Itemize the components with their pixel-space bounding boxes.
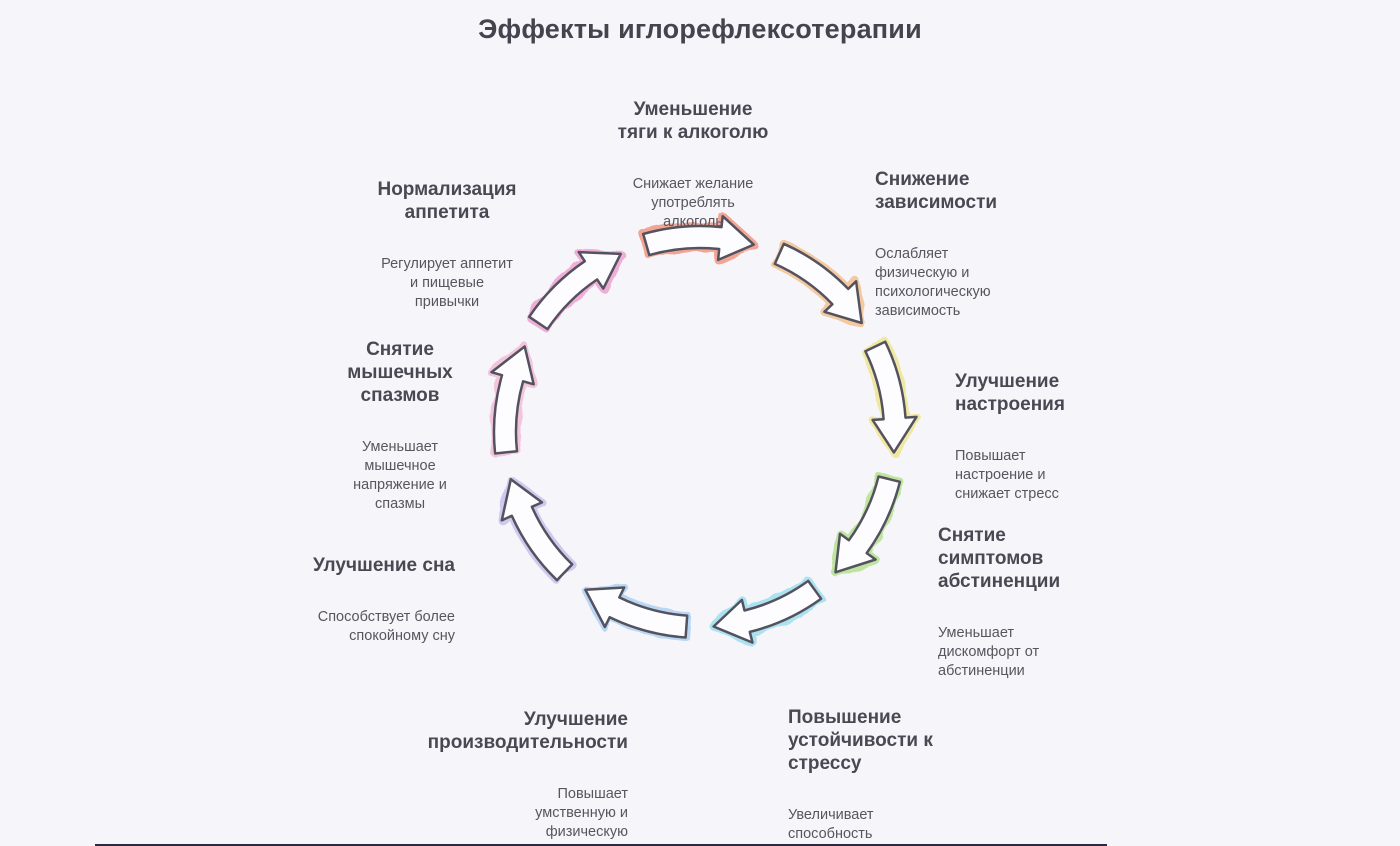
arrow-shape [712, 579, 823, 644]
cycle-item: Повышение устойчивости к стрессу Увеличи… [788, 688, 968, 846]
cycle-arrow [770, 239, 866, 327]
cycle-item: Улучшение сна Способствует более спокойн… [255, 536, 455, 664]
cycle-item: Нормализация аппетита Регулирует аппетит… [347, 160, 547, 330]
arrow-shape [584, 586, 689, 639]
cycle-item: Снятие симптомов абстиненции Уменьшает д… [938, 506, 1098, 699]
cycle-item-desc: Увеличивает способность справляться со с… [788, 807, 892, 846]
cycle-item-title: Снятие мышечных спазмов [347, 339, 453, 406]
cycle-item: Улучшение настроения Повышает настроение… [955, 352, 1105, 522]
cycle-arrow [497, 475, 577, 585]
arrow-shape [641, 214, 755, 262]
bottom-edge-line [95, 844, 1107, 846]
cycle-item-desc: Повышает умственную и физическую работос… [497, 786, 628, 846]
arrow-shape [500, 477, 574, 582]
cycle-item: Снятие мышечных спазмов Уменьшает мышечн… [300, 320, 500, 532]
cycle-item-title: Нормализация аппетита [377, 179, 517, 223]
arrow-shape [864, 340, 918, 454]
cycle-item-desc: Снижает желание употреблять алкоголь [632, 176, 754, 230]
cycle-item: Уменьшение тяги к алкоголю Снижает желан… [593, 80, 793, 250]
cycle-item-desc: Ослабляет физическую и психологическую з… [875, 246, 991, 319]
cycle-arrow [487, 342, 538, 458]
cycle-item-desc: Способствует более спокойному сну [317, 609, 455, 644]
cycle-item-title: Улучшение производительности [427, 709, 628, 753]
arrow-shape [773, 242, 863, 325]
cycle-item-title: Уменьшение тяги к алкоголю [617, 99, 769, 143]
cycle-item-desc: Уменьшает дискомфорт от абстиненции [938, 625, 1040, 679]
cycle-item-desc: Повышает настроение и снижает стресс [955, 448, 1059, 502]
cycle-item-desc: Уменьшает мышечное напряжение и спазмы [353, 439, 447, 512]
cycle-item-title: Улучшение сна [312, 555, 455, 576]
arrow-shape [490, 345, 535, 455]
cycle-item-title: Улучшение настроения [955, 371, 1065, 415]
cycle-arrow [581, 583, 692, 642]
cycle-arrow [831, 472, 904, 577]
arrow-shape [527, 250, 622, 331]
cycle-item-title: Снижение зависимости [875, 169, 998, 213]
cycle-arrow [861, 337, 921, 457]
cycle-arrow [525, 248, 625, 334]
cycle-item: Снижение зависимости Ослабляет физическу… [875, 150, 1025, 339]
page-title: Эффекты иглорефлексотерапии [478, 14, 922, 44]
cycle-item: Улучшение производительности Повышает ум… [408, 690, 628, 846]
arrow-shape [834, 475, 902, 574]
cycle-item-title: Снятие симптомов абстиненции [938, 525, 1061, 592]
cycle-arrow [709, 576, 826, 647]
cycle-item-title: Повышение устойчивости к стрессу [788, 707, 933, 774]
cycle-item-desc: Регулирует аппетит и пищевые привычки [381, 256, 513, 310]
cycle-arrow [639, 212, 758, 264]
